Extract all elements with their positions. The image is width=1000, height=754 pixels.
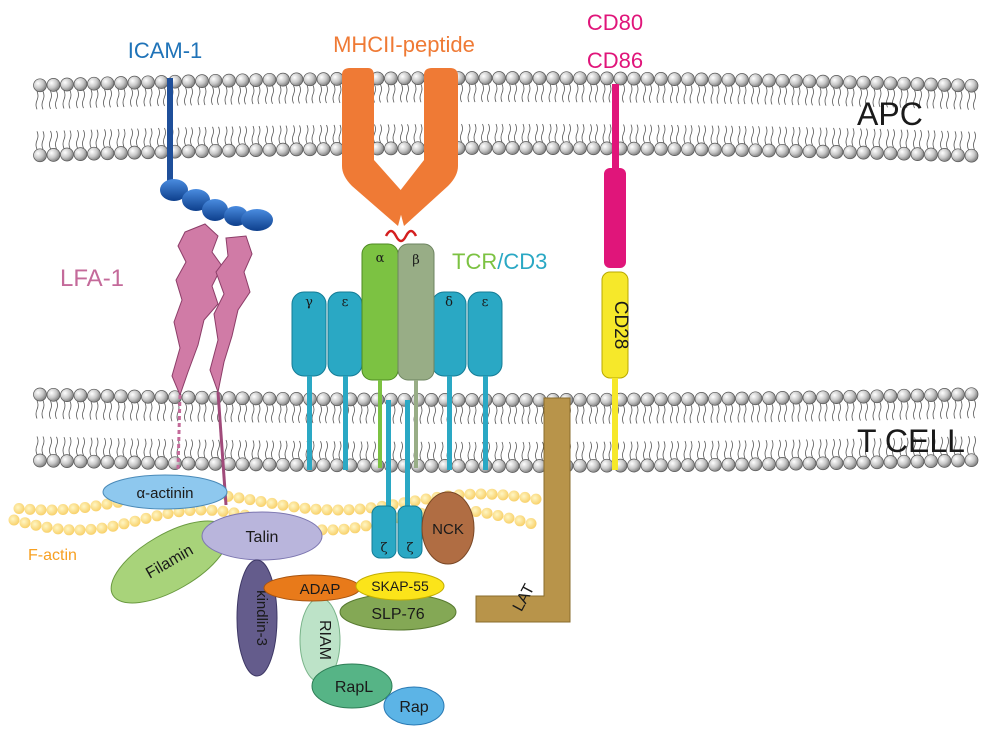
cd3-label: CD3 xyxy=(503,249,547,274)
icam1-label: ICAM-1 xyxy=(128,38,203,63)
talin-label: Talin xyxy=(246,529,279,546)
tcr-beta-chain xyxy=(397,243,435,468)
tcell-label: T CELL xyxy=(857,423,965,459)
riam-label: RIAM xyxy=(316,620,333,660)
cd3-zeta-chain-1 xyxy=(371,505,397,559)
chain-label-gamma: γ xyxy=(305,295,313,310)
kindlin3-protein: kindlin-3 xyxy=(236,559,278,677)
chain-label-zeta-1: ζ xyxy=(380,541,387,556)
cd86-label: CD86 xyxy=(587,48,643,73)
adap-label: ADAP xyxy=(300,581,341,598)
cd3-delta-chain xyxy=(431,291,467,470)
tcell-membrane xyxy=(33,387,979,473)
cd80-cd86-molecule xyxy=(604,84,626,268)
lfa1-label: LFA-1 xyxy=(60,265,124,292)
kindlin-label: kindlin-3 xyxy=(253,590,270,646)
cd80-label: CD80 xyxy=(587,10,643,35)
chain-label-epsilon-2: ε xyxy=(482,295,489,310)
skap55-label: SKAP-55 xyxy=(371,578,429,594)
nck-protein: NCK xyxy=(421,491,475,565)
adap-protein: ADAP xyxy=(263,574,361,602)
apc-membrane xyxy=(33,71,979,163)
mhcii-molecule xyxy=(342,68,458,243)
alpha-actinin-protein: α-actinin xyxy=(102,474,228,510)
talin-protein: Talin xyxy=(201,511,323,561)
cd3-tcr-complex: γ ε α β δ ε ζ ζ xyxy=(291,243,503,559)
rapl-protein: RapL xyxy=(311,663,393,709)
cd3-gamma-chain xyxy=(291,291,327,470)
rap-protein: Rap xyxy=(383,686,445,726)
tcr-alpha-chain xyxy=(361,243,399,468)
cd28-label: CD28 xyxy=(610,301,631,350)
skap55-protein: SKAP-55 xyxy=(355,571,445,601)
icam1-molecule xyxy=(160,78,273,231)
mhcii-peptide-label: MHCII-peptide xyxy=(333,32,475,57)
chain-label-epsilon-1: ε xyxy=(342,295,349,310)
apc-label: APC xyxy=(857,96,923,132)
tcr-cd3-label: TCR/CD3 xyxy=(452,249,547,274)
cd3-epsilon-chain-1 xyxy=(327,291,363,470)
actinin-label: α-actinin xyxy=(136,485,193,502)
rap-label: Rap xyxy=(399,699,428,716)
chain-label-alpha: α xyxy=(376,251,385,266)
slp76-label: SLP-76 xyxy=(371,606,424,623)
rapl-label: RapL xyxy=(335,679,373,696)
chain-label-beta: β xyxy=(412,253,420,268)
chain-label-delta: δ xyxy=(445,295,453,310)
slash-label: / xyxy=(497,249,504,274)
tcr-label: TCR xyxy=(452,249,497,274)
cd3-epsilon-chain-2 xyxy=(467,291,503,470)
filamin-protein: Filamin xyxy=(110,520,230,604)
chain-label-zeta-2: ζ xyxy=(406,541,413,556)
slp76-protein: SLP-76 xyxy=(339,593,457,631)
f-actin-label: F-actin xyxy=(28,547,77,564)
cd28-molecule: CD28 xyxy=(601,271,631,470)
lfa1-integrin xyxy=(171,223,253,506)
nck-label: NCK xyxy=(432,521,464,538)
